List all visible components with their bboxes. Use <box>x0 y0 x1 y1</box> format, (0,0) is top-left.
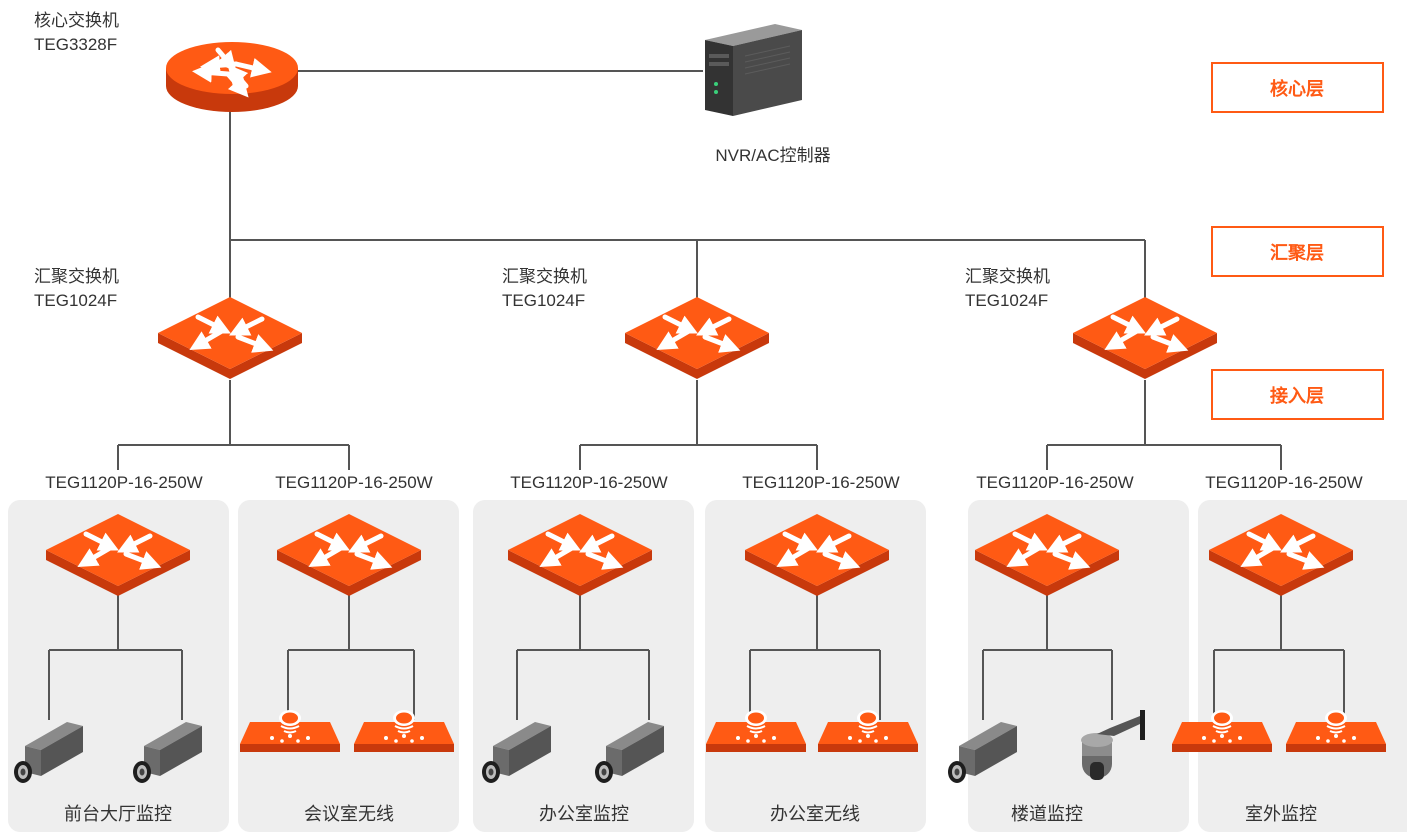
access6-model: TEG1120P-16-250W <box>1205 473 1362 492</box>
caption-access-6: 室外监控 <box>1245 804 1317 824</box>
agg3-title: 汇聚交换机 <box>965 267 1050 286</box>
access4-model: TEG1120P-16-250W <box>742 473 899 492</box>
layer-tag-aggregation: 汇聚层 <box>1211 226 1384 277</box>
caption-access-3: 办公室监控 <box>539 804 629 824</box>
caption-access-4: 办公室无线 <box>770 804 860 824</box>
access3-model: TEG1120P-16-250W <box>510 473 667 492</box>
agg1-title: 汇聚交换机 <box>34 267 119 286</box>
panel-links <box>48 595 1345 720</box>
server-label: NVR/AC控制器 <box>715 146 830 165</box>
caption-access-2: 会议室无线 <box>304 804 394 824</box>
agg2-title: 汇聚交换机 <box>502 267 587 286</box>
access-panels <box>8 500 1407 832</box>
core-switch-title: 核心交换机 <box>34 11 119 30</box>
links <box>117 70 1282 470</box>
access1-model: TEG1120P-16-250W <box>45 473 202 492</box>
aggregation-switch-1-icon <box>158 297 302 379</box>
server-tower-icon <box>705 24 802 116</box>
caption-access-1: 前台大厅监控 <box>64 804 172 824</box>
layer-access-label: 接入层 <box>1270 385 1324 407</box>
access2-model: TEG1120P-16-250W <box>275 473 432 492</box>
aggregation-switch-2-icon <box>625 297 769 379</box>
caption-access-5: 楼道监控 <box>1011 804 1083 824</box>
aggregation-switch-3-icon <box>1073 297 1217 379</box>
layer-tag-core: 核心层 <box>1211 62 1384 113</box>
agg1-model: TEG1024F <box>34 291 117 310</box>
layer-tag-access: 接入层 <box>1211 369 1384 420</box>
layer-aggregation-label: 汇聚层 <box>1270 243 1324 264</box>
core-switch-model: TEG3328F <box>34 35 117 54</box>
agg3-model: TEG1024F <box>965 291 1048 310</box>
layer-core-label: 核心层 <box>1270 78 1324 100</box>
agg2-model: TEG1024F <box>502 291 585 310</box>
access5-model: TEG1120P-16-250W <box>976 473 1133 492</box>
router-icon <box>166 42 298 112</box>
